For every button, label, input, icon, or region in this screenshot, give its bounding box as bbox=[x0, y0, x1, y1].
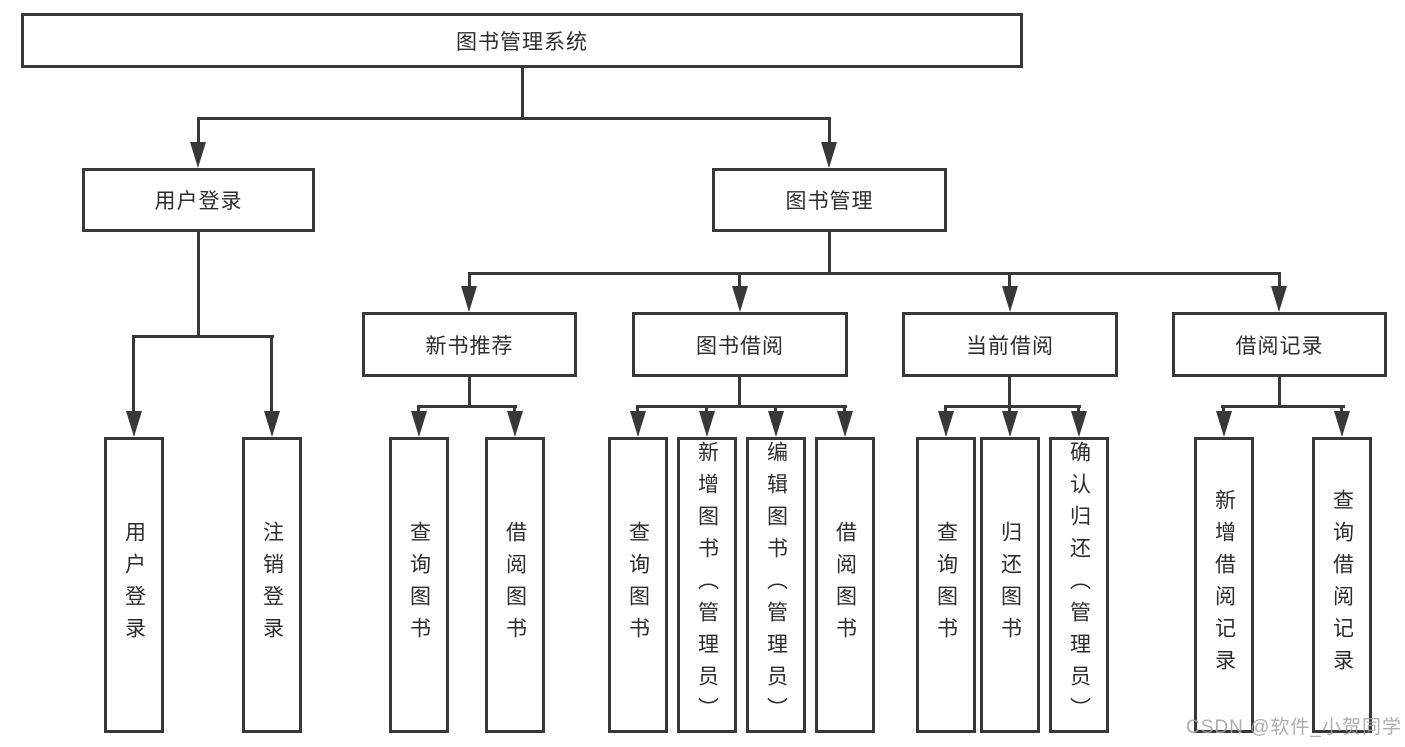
connector-line bbox=[1222, 405, 1225, 415]
connector-line bbox=[1278, 272, 1281, 289]
leaf-query-books-current: 查询图书 bbox=[916, 437, 976, 733]
arrow-down-icon bbox=[190, 142, 206, 168]
arrow-down-icon bbox=[837, 411, 853, 437]
connector-line bbox=[828, 117, 831, 145]
leaf-query-books-recommend: 查询图书 bbox=[389, 437, 449, 733]
connector-line bbox=[197, 232, 200, 338]
connector-line bbox=[1278, 377, 1281, 408]
node-book-borrowing: 图书借阅 bbox=[632, 312, 848, 377]
node-borrowing-records: 借阅记录 bbox=[1172, 312, 1387, 377]
connector-line bbox=[197, 117, 831, 120]
node-new-book-recommendation: 新书推荐 bbox=[362, 312, 577, 377]
connector-line bbox=[636, 405, 639, 415]
arrow-down-icon bbox=[1216, 411, 1232, 437]
connector-line bbox=[1077, 405, 1080, 415]
connector-line bbox=[1221, 405, 1345, 408]
leaf-edit-book-admin: 编辑图书（管理员） bbox=[746, 437, 806, 733]
arrow-down-icon bbox=[1071, 411, 1087, 437]
connector-line bbox=[521, 68, 524, 120]
connector-line bbox=[132, 335, 274, 338]
connector-line bbox=[738, 377, 741, 408]
connector-line bbox=[1008, 377, 1011, 408]
watermark: CSDN @软件_小贺同学 bbox=[1186, 717, 1402, 738]
leaf-add-borrow-record: 新增借阅记录 bbox=[1194, 437, 1254, 733]
connector-line bbox=[197, 117, 200, 145]
connector-line bbox=[828, 232, 831, 275]
connector-line bbox=[132, 335, 135, 414]
connector-line bbox=[1340, 405, 1343, 415]
connector-line bbox=[636, 405, 847, 408]
arrow-down-icon bbox=[821, 142, 837, 168]
node-library-management-system: 图书管理系统 bbox=[21, 13, 1023, 68]
connector-line bbox=[417, 405, 517, 408]
leaf-query-borrow-record: 查询借阅记录 bbox=[1312, 437, 1372, 733]
connector-line bbox=[705, 405, 708, 415]
connector-line bbox=[843, 405, 846, 415]
connector-line bbox=[944, 405, 947, 415]
arrow-down-icon bbox=[264, 411, 280, 437]
arrow-down-icon bbox=[411, 411, 427, 437]
arrow-down-icon bbox=[1002, 286, 1018, 312]
arrow-down-icon bbox=[699, 411, 715, 437]
arrow-down-icon bbox=[1334, 411, 1350, 437]
connector-line bbox=[270, 335, 273, 414]
arrow-down-icon bbox=[507, 411, 523, 437]
connector-line bbox=[944, 405, 1081, 408]
leaf-return-books: 归还图书 bbox=[980, 437, 1040, 733]
arrow-down-icon bbox=[630, 411, 646, 437]
leaf-query-books-borrowing: 查询图书 bbox=[608, 437, 668, 733]
arrow-down-icon bbox=[461, 286, 477, 312]
leaf-confirm-return-admin: 确认归还（管理员） bbox=[1049, 437, 1109, 733]
node-book-management: 图书管理 bbox=[712, 168, 947, 232]
connector-line bbox=[417, 405, 420, 415]
leaf-add-book-admin: 新增图书（管理员） bbox=[677, 437, 737, 733]
node-user-login: 用户登录 bbox=[82, 168, 315, 232]
node-current-borrowing: 当前借阅 bbox=[902, 312, 1118, 377]
connector-line bbox=[1008, 272, 1011, 289]
arrow-down-icon bbox=[732, 286, 748, 312]
leaf-logout: 注销登录 bbox=[242, 437, 302, 733]
leaf-user-login: 用户登录 bbox=[104, 437, 164, 733]
connector-line bbox=[513, 405, 516, 415]
connector-line bbox=[1008, 405, 1011, 415]
connector-line bbox=[738, 272, 741, 289]
leaf-borrow-books-borrowing: 借阅图书 bbox=[815, 437, 875, 733]
connector-line bbox=[468, 272, 1281, 275]
arrow-down-icon bbox=[126, 411, 142, 437]
connector-line bbox=[774, 405, 777, 415]
arrow-down-icon bbox=[938, 411, 954, 437]
arrow-down-icon bbox=[1002, 411, 1018, 437]
arrow-down-icon bbox=[768, 411, 784, 437]
leaf-borrow-books-recommend: 借阅图书 bbox=[485, 437, 545, 733]
connector-line bbox=[468, 377, 471, 408]
connector-line bbox=[468, 272, 471, 289]
arrow-down-icon bbox=[1271, 286, 1287, 312]
